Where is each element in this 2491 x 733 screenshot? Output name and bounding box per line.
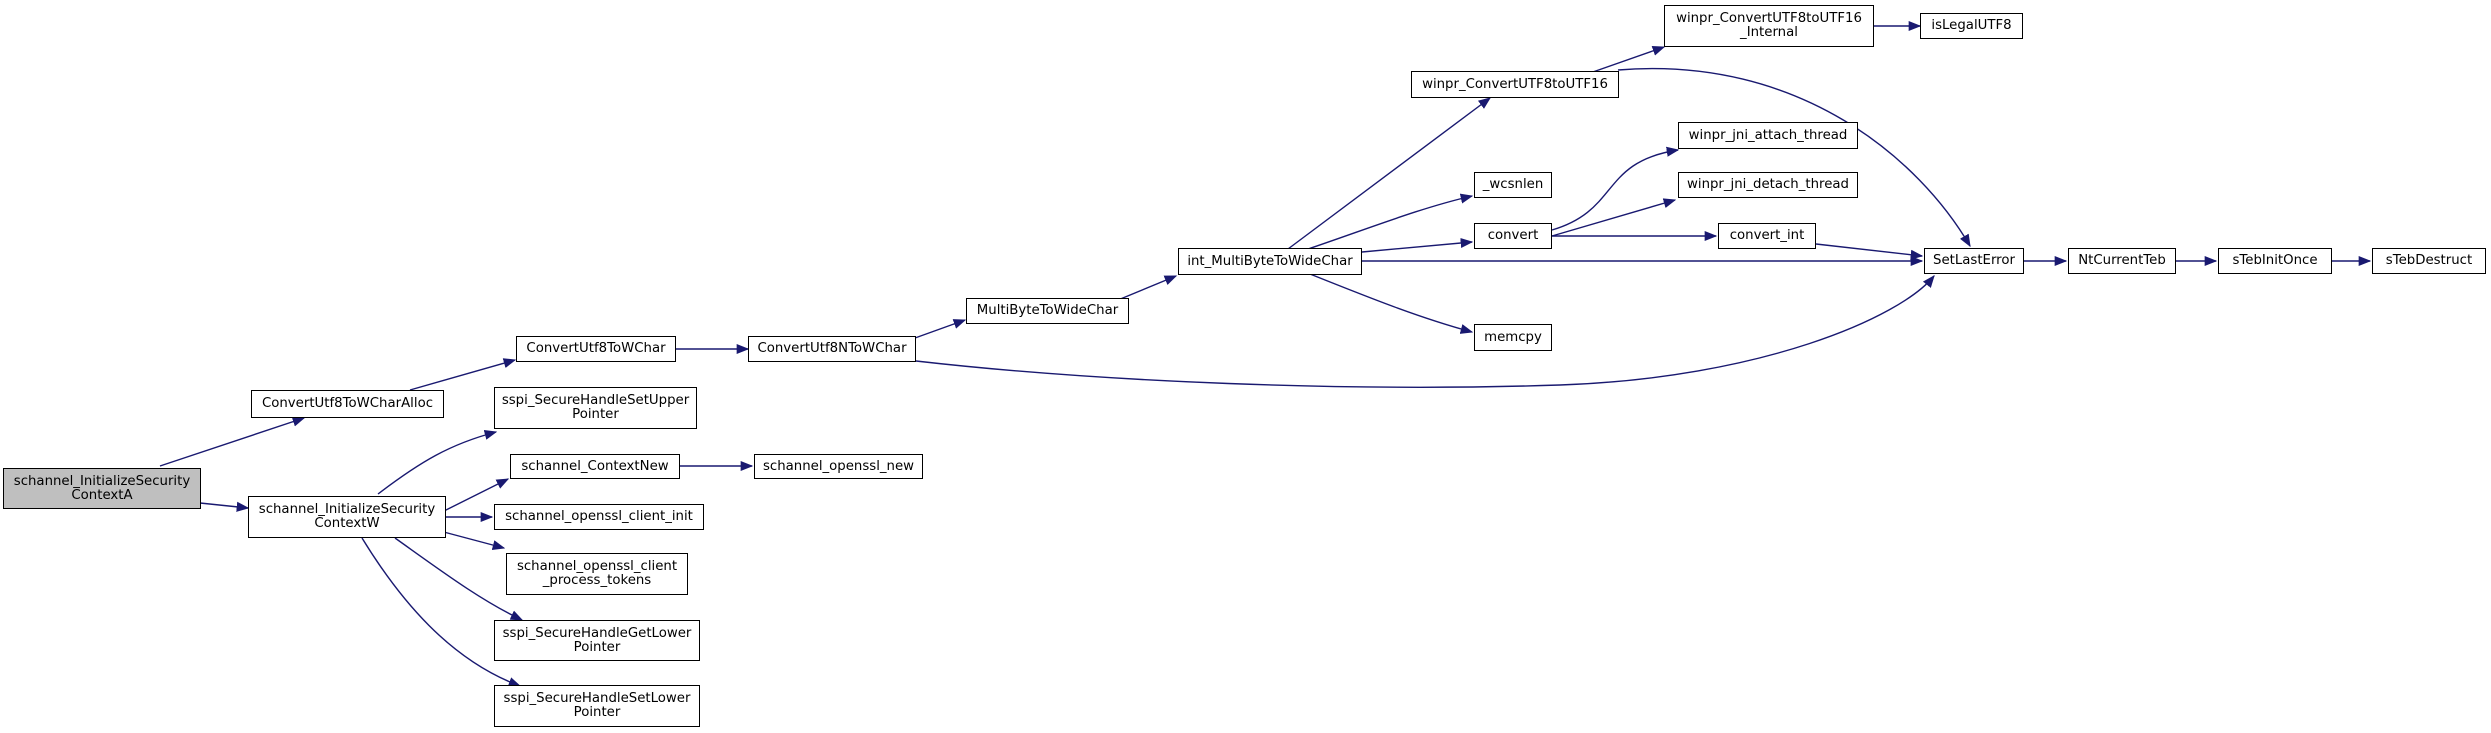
node-label: sTebDestruct [2385, 253, 2473, 268]
edge-scw-shsl [361, 537, 522, 687]
node-label: schannel_openssl_new [762, 458, 915, 474]
node-label: winpr_jni_detach_thread [1687, 177, 1849, 192]
node-memcpy[interactable]: memcpy [1474, 324, 1552, 351]
node-int-multi-byte-to-wide-char[interactable]: int_MultiByteToWideChar [1178, 248, 1362, 275]
edge-scw-clitok [439, 530, 506, 550]
node-label: schannel_openssl_client_init [505, 509, 693, 524]
node-label: ConvertUtf8ToWChar [526, 341, 666, 356]
node-sspi-secure-handle-set-lower-pointer[interactable]: sspi_SecureHandleSetLower Pointer [494, 685, 700, 727]
node-label: schannel_ContextNew [521, 458, 669, 474]
node-winpr-convert-utf8-to-utf16-internal[interactable]: winpr_ConvertUTF8toUTF16 _Internal [1664, 5, 1874, 47]
edge-u8a-u8c [409, 358, 517, 391]
node-label: _wcsnlen [1482, 177, 1544, 192]
edge-u8n-mbw [914, 319, 967, 339]
node-nt-current-teb[interactable]: NtCurrentTeb [2068, 248, 2176, 274]
node-label: MultiByteToWideChar [976, 303, 1119, 318]
node-label: ConvertUtf8ToWCharAlloc [261, 396, 434, 411]
node-label: sspi_SecureHandleGetLower Pointer [502, 625, 692, 655]
node-label: convert [1487, 228, 1539, 243]
node-schannel-openssl-client-init[interactable]: schannel_openssl_client_init [494, 504, 704, 530]
edge-sca-scw [199, 501, 250, 512]
node-label: int_MultiByteToWideChar [1187, 253, 1353, 269]
node-label: schannel_InitializeSecurity ContextA [13, 473, 191, 503]
edge-u8n-sle [915, 275, 1935, 388]
node-label: ConvertUtf8NToWChar [757, 341, 907, 356]
edge-imbw-convert [1361, 238, 1474, 253]
node-sspi-secure-handle-set-upper-pointer[interactable]: sspi_SecureHandleSetUpper Pointer [494, 387, 697, 429]
node-steb-destruct[interactable]: sTebDestruct [2372, 248, 2486, 274]
node-label: schannel_InitializeSecurity ContextW [258, 502, 436, 531]
edge-scw-shgl [394, 537, 524, 621]
edge-scw-shsu [377, 429, 498, 495]
node-label: isLegalUTF8 [1931, 18, 2012, 33]
edge-imbw-memcpy [1309, 273, 1474, 334]
edge-mbw-imbw [1117, 275, 1178, 301]
edge-imbw-wcsnlen [1307, 193, 1474, 250]
node-label: sspi_SecureHandleSetLower Pointer [503, 691, 691, 720]
node-multi-byte-to-wide-char[interactable]: MultiByteToWideChar [966, 298, 1129, 324]
node-convert-utf8n-to-wchar[interactable]: ConvertUtf8NToWChar [748, 336, 916, 362]
node-label: winpr_ConvertUTF8toUTF16 [1422, 76, 1608, 92]
edge-convert-attach [1551, 146, 1680, 231]
node-wcsnlen[interactable]: _wcsnlen [1474, 172, 1552, 198]
node-schannel-openssl-client-process-tokens[interactable]: schannel_openssl_client _process_tokens [506, 553, 688, 595]
edge-wu16-sle [1617, 67, 1971, 248]
node-convert-utf8-to-wchar[interactable]: ConvertUtf8ToWChar [516, 336, 676, 362]
node-label: memcpy [1484, 329, 1542, 345]
node-label: NtCurrentTeb [2078, 253, 2166, 268]
edge-convint-sle [1815, 243, 1924, 260]
edge-scw-ctxnew [439, 478, 510, 514]
node-convert[interactable]: convert [1474, 223, 1552, 249]
node-convert-utf8-to-wchar-alloc[interactable]: ConvertUtf8ToWCharAlloc [251, 390, 444, 418]
edge-sca-u8a [159, 416, 306, 467]
node-label: sspi_SecureHandleSetUpper Pointer [501, 393, 690, 422]
node-label: convert_int [1729, 228, 1805, 243]
node-convert-int[interactable]: convert_int [1718, 223, 1816, 249]
node-schannel-openssl-new[interactable]: schannel_openssl_new [754, 454, 923, 479]
node-label: winpr_ConvertUTF8toUTF16 _Internal [1676, 11, 1862, 40]
edge-imbw-wu16 [1287, 97, 1492, 250]
node-winpr-jni-attach-thread[interactable]: winpr_jni_attach_thread [1678, 122, 1858, 149]
node-label: sTebInitOnce [2232, 253, 2318, 268]
node-schannel-context-new[interactable]: schannel_ContextNew [510, 454, 680, 479]
node-winpr-convert-utf8-to-utf16[interactable]: winpr_ConvertUTF8toUTF16 [1411, 71, 1619, 98]
edge-wu16-wu16i [1589, 46, 1666, 74]
node-label: SetLastError [1933, 253, 2015, 268]
node-is-legal-utf8[interactable]: isLegalUTF8 [1920, 13, 2023, 39]
node-winpr-jni-detach-thread[interactable]: winpr_jni_detach_thread [1678, 172, 1858, 198]
node-label: schannel_openssl_client _process_tokens [516, 559, 678, 588]
node-sspi-secure-handle-get-lower-pointer[interactable]: sspi_SecureHandleGetLower Pointer [494, 620, 700, 661]
node-steb-init-once[interactable]: sTebInitOnce [2218, 248, 2332, 274]
node-schannel-initialize-security-context-a[interactable]: schannel_InitializeSecurity ContextA [3, 468, 201, 509]
node-set-last-error[interactable]: SetLastError [1924, 248, 2024, 274]
edge-convert-detach [1551, 198, 1677, 237]
node-label: winpr_jni_attach_thread [1688, 127, 1848, 143]
node-schannel-initialize-security-context-w[interactable]: schannel_InitializeSecurity ContextW [248, 496, 446, 538]
